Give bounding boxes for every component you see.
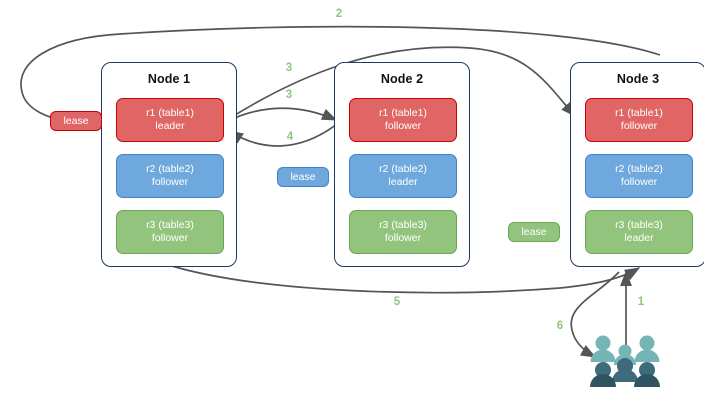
- step-label-2: 2: [335, 8, 343, 20]
- replica-name: r2 (table2): [615, 163, 663, 175]
- replica-role: follower: [384, 120, 422, 132]
- node-container-2[interactable]: Node 2 r1 (table1) follower r2 (table2) …: [334, 62, 470, 267]
- node-container-1[interactable]: Node 1 r1 (table1) leader r2 (table2) fo…: [101, 62, 237, 267]
- node-title: Node 3: [616, 72, 660, 86]
- replica-box-r1[interactable]: r1 (table1) follower: [585, 98, 693, 142]
- replica-box-r3[interactable]: r3 (table3) follower: [116, 210, 224, 254]
- edge-3-short-path: [225, 107, 338, 123]
- replica-role: follower: [620, 120, 658, 132]
- step-label-3a: 3: [285, 62, 293, 74]
- step-label-6: 6: [556, 320, 564, 332]
- users-icon: [590, 335, 660, 387]
- replica-role: leader: [155, 120, 185, 132]
- replica-name: r2 (table2): [146, 163, 194, 175]
- lease-badge-red[interactable]: lease: [50, 111, 102, 131]
- replica-role: leader: [388, 176, 418, 188]
- edge-5-path: [171, 265, 641, 294]
- replica-box-r2[interactable]: r2 (table2) follower: [116, 154, 224, 198]
- replica-box-r3[interactable]: r3 (table3) follower: [349, 210, 457, 254]
- step-label-5: 5: [393, 296, 401, 308]
- replica-box-r1[interactable]: r1 (table1) follower: [349, 98, 457, 142]
- step-label-3b: 3: [285, 89, 293, 101]
- lease-badge-green[interactable]: lease: [508, 222, 560, 242]
- replica-role: follower: [620, 176, 658, 188]
- replica-box-r1[interactable]: r1 (table1) leader: [116, 98, 224, 142]
- replica-name: r3 (table3): [379, 219, 427, 231]
- replica-name: r1 (table1): [615, 107, 663, 119]
- node-title: Node 2: [380, 72, 424, 86]
- replica-name: r3 (table3): [615, 219, 663, 231]
- replica-role: leader: [624, 232, 654, 244]
- node-title: Node 1: [147, 72, 191, 86]
- replica-name: r3 (table3): [146, 219, 194, 231]
- replica-name: r1 (table1): [146, 107, 194, 119]
- replica-role: follower: [384, 232, 422, 244]
- replica-role: follower: [151, 176, 189, 188]
- replica-role: follower: [151, 232, 189, 244]
- replica-name: r2 (table2): [379, 163, 427, 175]
- step-label-1: 1: [637, 296, 645, 308]
- lease-badge-blue[interactable]: lease: [277, 167, 329, 187]
- replica-name: r1 (table1): [379, 107, 427, 119]
- replica-box-r2[interactable]: r2 (table2) follower: [585, 154, 693, 198]
- replica-box-r2[interactable]: r2 (table2) leader: [349, 154, 457, 198]
- step-label-4: 4: [286, 131, 294, 143]
- replica-box-r3[interactable]: r3 (table3) leader: [585, 210, 693, 254]
- node-container-3[interactable]: Node 3 r1 (table1) follower r2 (table2) …: [570, 62, 704, 267]
